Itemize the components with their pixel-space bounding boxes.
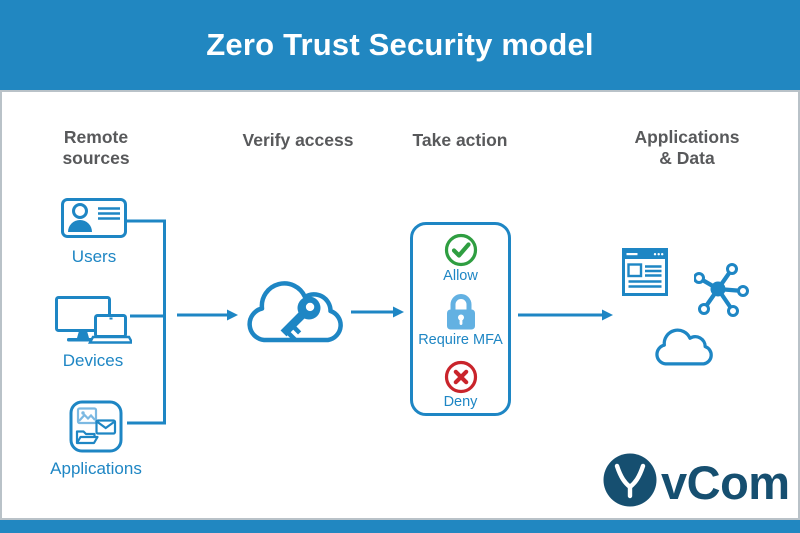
- cloud-icon: [650, 325, 718, 373]
- applications-icon: [69, 400, 123, 453]
- arrow-right-icon: [227, 309, 238, 321]
- deny-label: Deny: [443, 393, 478, 410]
- x-circle-icon: [444, 360, 478, 394]
- lock-icon: [443, 292, 479, 332]
- require-mfa-label: Require MFA: [418, 331, 503, 348]
- arrow-right-icon: [393, 306, 404, 318]
- network-hub-icon: [694, 261, 749, 319]
- vcom-logo-icon: [602, 452, 658, 508]
- page-title: Zero Trust Security model: [206, 27, 594, 62]
- take-action-box: Allow Require MFA Deny: [410, 222, 511, 416]
- column-label-remote-sources: Remote sources: [62, 127, 130, 169]
- devices-label: Devices: [62, 351, 124, 370]
- allow-label: Allow: [443, 268, 478, 284]
- check-circle-icon: [444, 233, 478, 267]
- id-card-icon: [61, 198, 127, 238]
- column-label-take-action: Take action: [412, 130, 508, 150]
- vcom-logo-text: vCom: [661, 456, 790, 509]
- column-label-applications-data: Applications & Data: [634, 127, 740, 169]
- column-label-verify-access: Verify access: [242, 130, 354, 150]
- applications-label: Applications: [50, 459, 142, 478]
- arrow-right-icon: [602, 309, 613, 321]
- footer-bar: [0, 520, 800, 533]
- users-label: Users: [71, 247, 117, 266]
- devices-icon: [54, 296, 132, 344]
- browser-window-icon: [622, 248, 668, 296]
- header-bar: Zero Trust Security model: [0, 0, 800, 90]
- cloud-key-icon: [238, 276, 352, 354]
